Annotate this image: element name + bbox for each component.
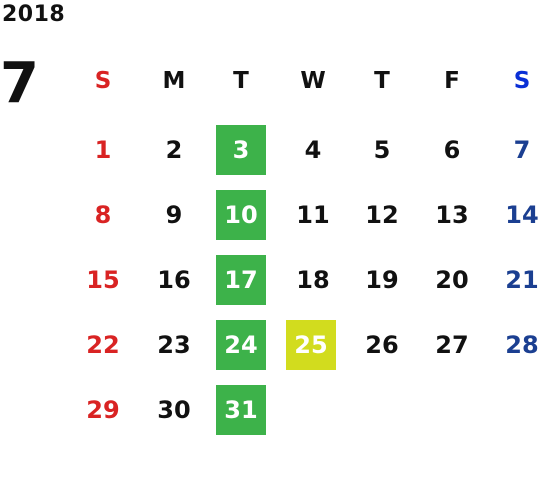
day-cell[interactable]: 14 [505,201,539,229]
day-cell[interactable]: 7 [513,136,531,164]
day-cell[interactable]: 13 [435,201,469,229]
year-label: 2018 [2,2,66,27]
day-cell[interactable]: 26 [365,331,399,359]
day-cell-highlighted[interactable]: 17 [216,255,266,305]
day-cell[interactable]: 19 [365,266,399,294]
weekday-tuesday: T [233,68,249,94]
weekday-sunday: S [94,68,112,94]
weekday-friday: F [444,68,460,94]
day-cell[interactable]: 22 [86,331,120,359]
weekday-monday: M [162,68,186,94]
day-cell[interactable]: 11 [296,201,330,229]
day-cell[interactable]: 28 [505,331,539,359]
day-cell[interactable]: 5 [373,136,391,164]
day-cell-highlighted[interactable]: 31 [216,385,266,435]
day-cell-highlighted[interactable]: 24 [216,320,266,370]
weekday-wednesday: W [300,68,326,94]
day-cell[interactable]: 6 [443,136,461,164]
weekday-saturday: S [513,68,531,94]
day-cell[interactable]: 9 [165,201,183,229]
day-cell[interactable]: 29 [86,396,120,424]
day-cell-today[interactable]: 25 [286,320,336,370]
day-cell[interactable]: 15 [86,266,120,294]
day-cell[interactable]: 16 [157,266,191,294]
day-cell[interactable]: 4 [304,136,322,164]
day-cell[interactable]: 20 [435,266,469,294]
day-cell[interactable]: 30 [157,396,191,424]
day-cell[interactable]: 1 [94,136,112,164]
day-cell[interactable]: 27 [435,331,469,359]
day-cell[interactable]: 21 [505,266,539,294]
day-cell[interactable]: 23 [157,331,191,359]
month-number: 7 [0,51,39,116]
day-cell[interactable]: 18 [296,266,330,294]
day-cell[interactable]: 12 [365,201,399,229]
day-cell-highlighted[interactable]: 3 [216,125,266,175]
day-cell[interactable]: 2 [165,136,183,164]
day-cell-highlighted[interactable]: 10 [216,190,266,240]
weekday-thursday: T [374,68,390,94]
day-cell[interactable]: 8 [94,201,112,229]
